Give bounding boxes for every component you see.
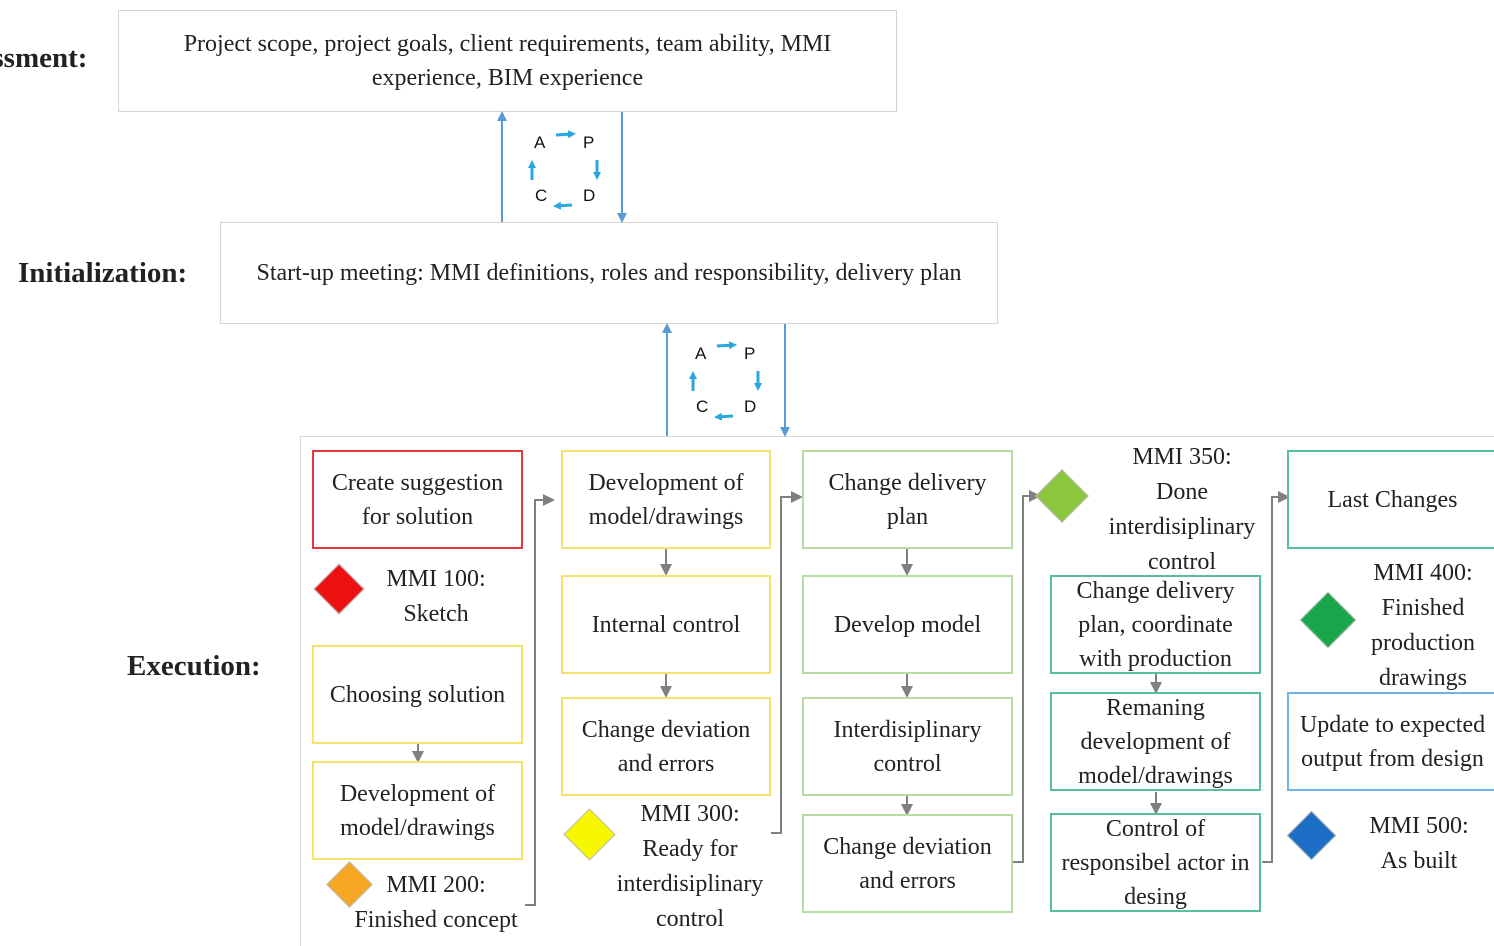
process-box-text: Internal control: [591, 611, 741, 638]
milestone-label-text: MMI 500: As built: [1369, 813, 1469, 874]
process-box: Interdisiplinary control: [802, 697, 1013, 796]
process-box-text: Change deviation and errors: [823, 833, 992, 894]
process-box: Develop model: [802, 575, 1013, 674]
milestone-label-text: MMI 100: Sketch: [386, 566, 486, 627]
milestone-label-text: MMI 300: Ready for interdisiplinary cont…: [616, 801, 764, 932]
process-box-text: Remaning development of model/drawings: [1078, 694, 1233, 789]
stage-label-initialization: Initialization:: [18, 257, 188, 289]
process-box: Internal control: [561, 575, 771, 674]
process-box: Last Changes: [1287, 450, 1494, 549]
process-box-text: Development of model/drawings: [339, 780, 496, 841]
pdca-letter-p: P: [744, 344, 756, 363]
milestone-label: MMI 100: Sketch: [366, 562, 506, 632]
milestone-label-text: MMI 200: Finished concept: [354, 872, 518, 933]
process-box: Change delivery plan, coordinate with pr…: [1050, 575, 1261, 674]
process-box-text: Create suggestion for solution: [331, 469, 504, 530]
milestone-label: MMI 400: Finished production drawings: [1352, 556, 1494, 696]
process-box: Development of model/drawings: [561, 450, 771, 549]
process-box-text: Development of model/drawings: [588, 469, 744, 530]
pdca-cycle-2-arrows: [689, 341, 762, 421]
milestone-label-text: MMI 350: Done interdisiplinary control: [1108, 444, 1256, 575]
execution-panel: [300, 436, 1494, 946]
pdca-letter-d: D: [744, 397, 757, 416]
initialization-box: Start-up meeting: MMI definitions, roles…: [220, 222, 998, 324]
process-box-text: Develop model: [833, 611, 982, 638]
flow-connectors: [525, 490, 1290, 906]
pdca-letter-a: A: [534, 133, 546, 152]
milestone-label-text: MMI 400: Finished production drawings: [1371, 560, 1475, 691]
initialization-text: Start-up meeting: MMI definitions, roles…: [256, 260, 962, 286]
process-box: Change deviation and errors: [561, 697, 771, 796]
process-box-text: Interdisiplinary control: [833, 716, 982, 777]
pdca-letter-c: C: [535, 186, 548, 205]
stage-label-execution: Execution:: [127, 650, 261, 682]
process-box-text: Control of responsibel actor in desing: [1061, 815, 1250, 910]
flow-arrows-vertical: [412, 549, 1162, 816]
pdca-cycle-1-arrows: [528, 130, 601, 210]
pdca-letter-p: P: [583, 133, 595, 152]
process-box-text: Update to expected output from design: [1299, 711, 1486, 772]
milestone-label: MMI 500: As built: [1346, 809, 1492, 879]
process-box: Update to expected output from design: [1287, 692, 1494, 791]
stage-label-assessment: Assessment:: [0, 42, 88, 74]
milestone-label: MMI 200: Finished concept: [336, 868, 536, 938]
pdca-letter-a: A: [695, 344, 707, 363]
process-box: Create suggestion for solution: [312, 450, 523, 549]
process-box: Control of responsibel actor in desing: [1050, 813, 1261, 912]
assessment-box: Project scope, project goals, client req…: [118, 10, 897, 112]
process-box-text: Change deviation and errors: [581, 716, 751, 777]
assessment-text: Project scope, project goals, client req…: [183, 31, 832, 91]
pdca-letter-c: C: [696, 397, 709, 416]
process-box: Change delivery plan: [802, 450, 1013, 549]
pdca-letter-d: D: [583, 186, 596, 205]
process-box-text: Last Changes: [1327, 486, 1458, 513]
process-box: Remaning development of model/drawings: [1050, 692, 1261, 791]
process-box: Choosing solution: [312, 645, 523, 744]
process-box-text: Change delivery plan, coordinate with pr…: [1076, 577, 1235, 672]
milestone-label: MMI 300: Ready for interdisiplinary cont…: [604, 797, 776, 937]
process-box: Development of model/drawings: [312, 761, 523, 860]
milestone-label: MMI 350: Done interdisiplinary control: [1097, 440, 1267, 580]
process-box: Change deviation and errors: [802, 814, 1013, 913]
process-box-text: Change delivery plan: [828, 469, 987, 530]
process-box-text: Choosing solution: [329, 681, 506, 708]
